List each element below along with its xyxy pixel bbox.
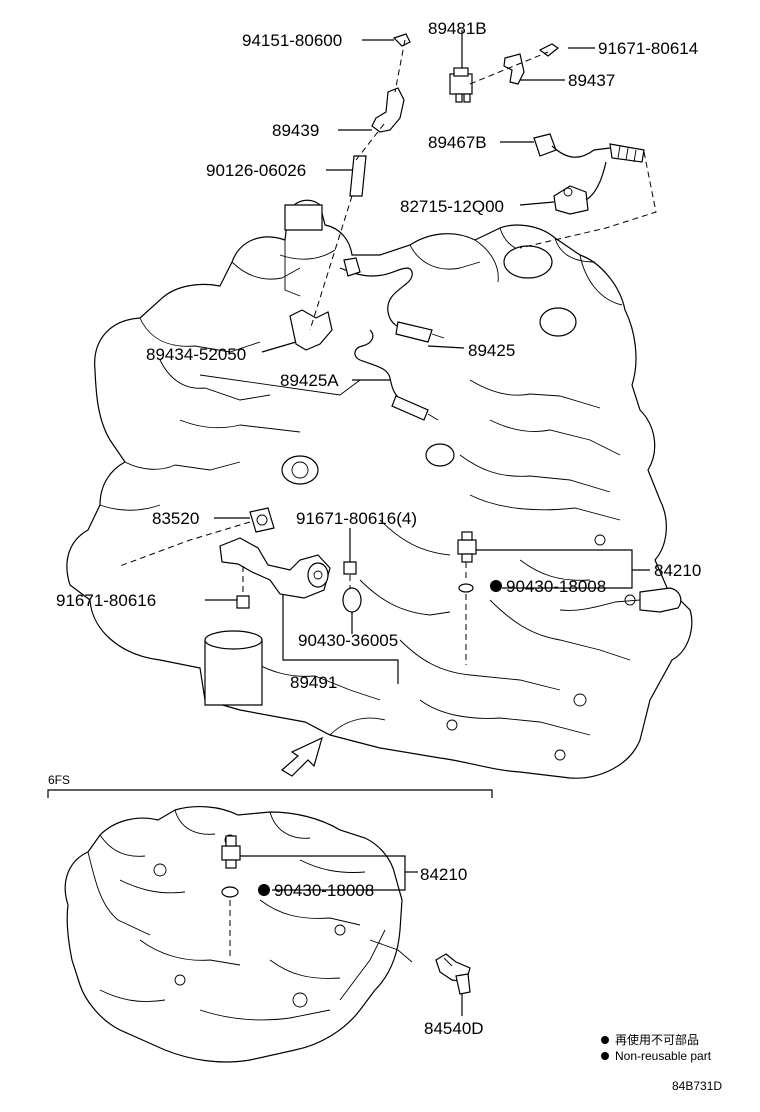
gasket-90430-36005 <box>342 587 362 613</box>
sensor-bracket-89491 <box>219 537 331 599</box>
sensor-89467B <box>533 133 645 163</box>
lower-transaxle-drawing <box>64 806 413 1063</box>
label-89467B: 89467B <box>428 133 487 152</box>
bolt-91671-80616 <box>236 595 250 609</box>
label-83520: 83520 <box>152 509 199 528</box>
label-89481B: 89481B <box>428 19 487 38</box>
guide-lines-upper <box>119 39 657 665</box>
label-90430-18008-upper: 90430-18008 <box>506 577 606 596</box>
legend-dot-en <box>601 1052 609 1060</box>
legend: 再使用不可部品 Non-reusable part <box>601 1032 712 1063</box>
switch-83520 <box>249 507 275 533</box>
leader-lines-upper <box>205 30 650 684</box>
part-labels: 94151-80600 89481B 91671-80614 89437 894… <box>48 19 701 1038</box>
label-82715-12Q00: 82715-12Q00 <box>400 197 504 216</box>
speed-sensor-84210-upper <box>457 531 477 593</box>
front-arrow-icon <box>280 736 323 777</box>
bracket-89437 <box>503 53 525 85</box>
section-label-6fs: 6FS <box>48 773 70 787</box>
sensor-89425 <box>339 257 445 343</box>
label-89425: 89425 <box>468 341 515 360</box>
clamp-82715 <box>553 161 607 215</box>
label-91671-80614: 91671-80614 <box>598 39 698 58</box>
section-bracket <box>47 789 493 798</box>
label-84210-upper: 84210 <box>654 561 701 580</box>
label-90430-36005: 90430-36005 <box>298 631 398 650</box>
label-91671-80616: 91671-80616 <box>56 591 156 610</box>
label-84210-lower: 84210 <box>420 865 467 884</box>
leader-84210-lower <box>240 855 406 891</box>
legend-text-en: Non-reusable part <box>615 1049 712 1063</box>
sensor-89425A <box>354 329 439 421</box>
bracket-89434 <box>289 309 333 351</box>
label-90430-18008-lower: 90430-18008 <box>274 881 374 900</box>
engine-transaxle-drawing <box>66 199 693 779</box>
sensor-84540D <box>435 953 471 995</box>
label-89439: 89439 <box>272 121 319 140</box>
label-91671-80616-4: 91671-80616(4) <box>296 509 417 528</box>
sensor-89481B <box>449 67 473 103</box>
speed-sensor-84210-lower <box>221 835 241 898</box>
label-89437: 89437 <box>568 71 615 90</box>
legend-dot-jp <box>601 1036 609 1044</box>
figure-code: 84B731D <box>672 1079 722 1093</box>
stud-90126 <box>349 155 367 197</box>
legend-text-jp: 再使用不可部品 <box>615 1032 699 1047</box>
non-reusable-marker-b <box>258 884 270 896</box>
bracket-89439 <box>371 87 405 133</box>
label-89491: 89491 <box>290 673 337 692</box>
bolt-91671-80614 <box>538 43 560 57</box>
clip-94151 <box>392 33 411 47</box>
label-94151-80600: 94151-80600 <box>242 31 342 50</box>
label-84540D: 84540D <box>424 1019 484 1038</box>
label-89434-52050: 89434-52050 <box>146 345 246 364</box>
label-90126-06026: 90126-06026 <box>206 161 306 180</box>
bolt-91671-80616-4 <box>343 561 357 575</box>
non-reusable-marker-a <box>490 580 502 592</box>
label-89425A: 89425A <box>280 371 339 390</box>
